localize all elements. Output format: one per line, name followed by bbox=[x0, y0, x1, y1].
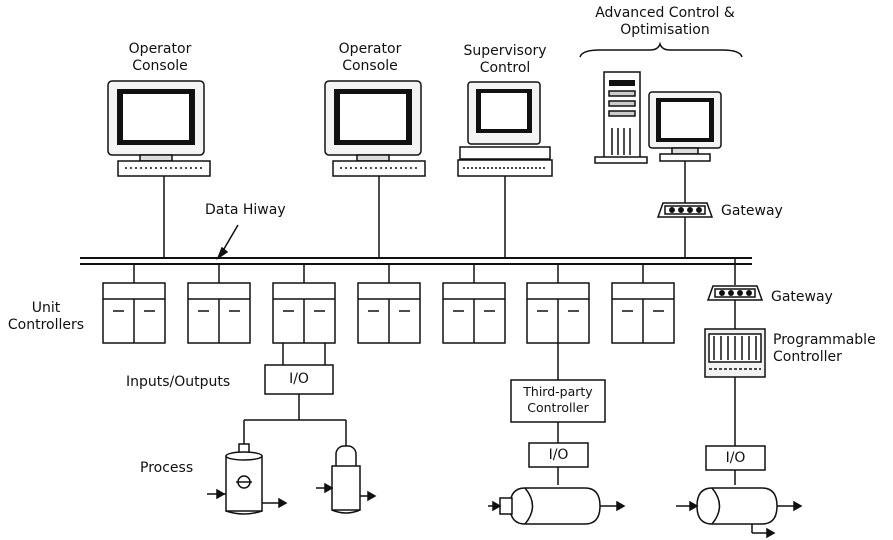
third-party-chain bbox=[510, 343, 606, 485]
io-1-connection bbox=[243, 343, 347, 450]
process-drum-2-icon bbox=[676, 487, 803, 539]
process-tank-1-icon bbox=[207, 443, 288, 515]
process-drum-1-icon bbox=[488, 487, 626, 525]
unit-controller-4 bbox=[357, 264, 421, 344]
supervisory-control-icon bbox=[457, 81, 553, 258]
data-hiway-label: Data Hiway bbox=[205, 202, 286, 218]
gateway-top-label: Gateway bbox=[721, 203, 783, 219]
gateway-top-icon bbox=[656, 202, 714, 258]
inputs-outputs-label: Inputs/Outputs bbox=[126, 374, 231, 390]
unit-controller-2 bbox=[187, 264, 251, 344]
advanced-control-label: Advanced Control &Optimisation bbox=[595, 5, 735, 38]
advanced-control-brace bbox=[579, 41, 743, 58]
process-label: Process bbox=[140, 460, 194, 476]
io-box-3-label: I/O bbox=[725, 450, 746, 466]
operator-console-2-icon bbox=[324, 80, 426, 258]
unit-controller-3 bbox=[272, 264, 336, 344]
io-box-1-label: I/O bbox=[289, 371, 309, 387]
unit-controller-5 bbox=[442, 264, 506, 344]
process-column-icon bbox=[316, 445, 377, 514]
unit-controller-1 bbox=[102, 264, 166, 344]
data-hiway-bus bbox=[80, 257, 752, 265]
gateway-mid-label: Gateway bbox=[771, 289, 833, 305]
programmable-controller-chain bbox=[704, 258, 766, 485]
io-box-2-label: I/O bbox=[548, 447, 569, 463]
unit-controller-7 bbox=[611, 264, 675, 344]
advanced-control-computer-icon bbox=[594, 71, 722, 203]
operator-console-1-icon bbox=[107, 80, 211, 258]
unit-controller-6 bbox=[526, 264, 590, 344]
data-hiway-arrow bbox=[216, 224, 239, 260]
